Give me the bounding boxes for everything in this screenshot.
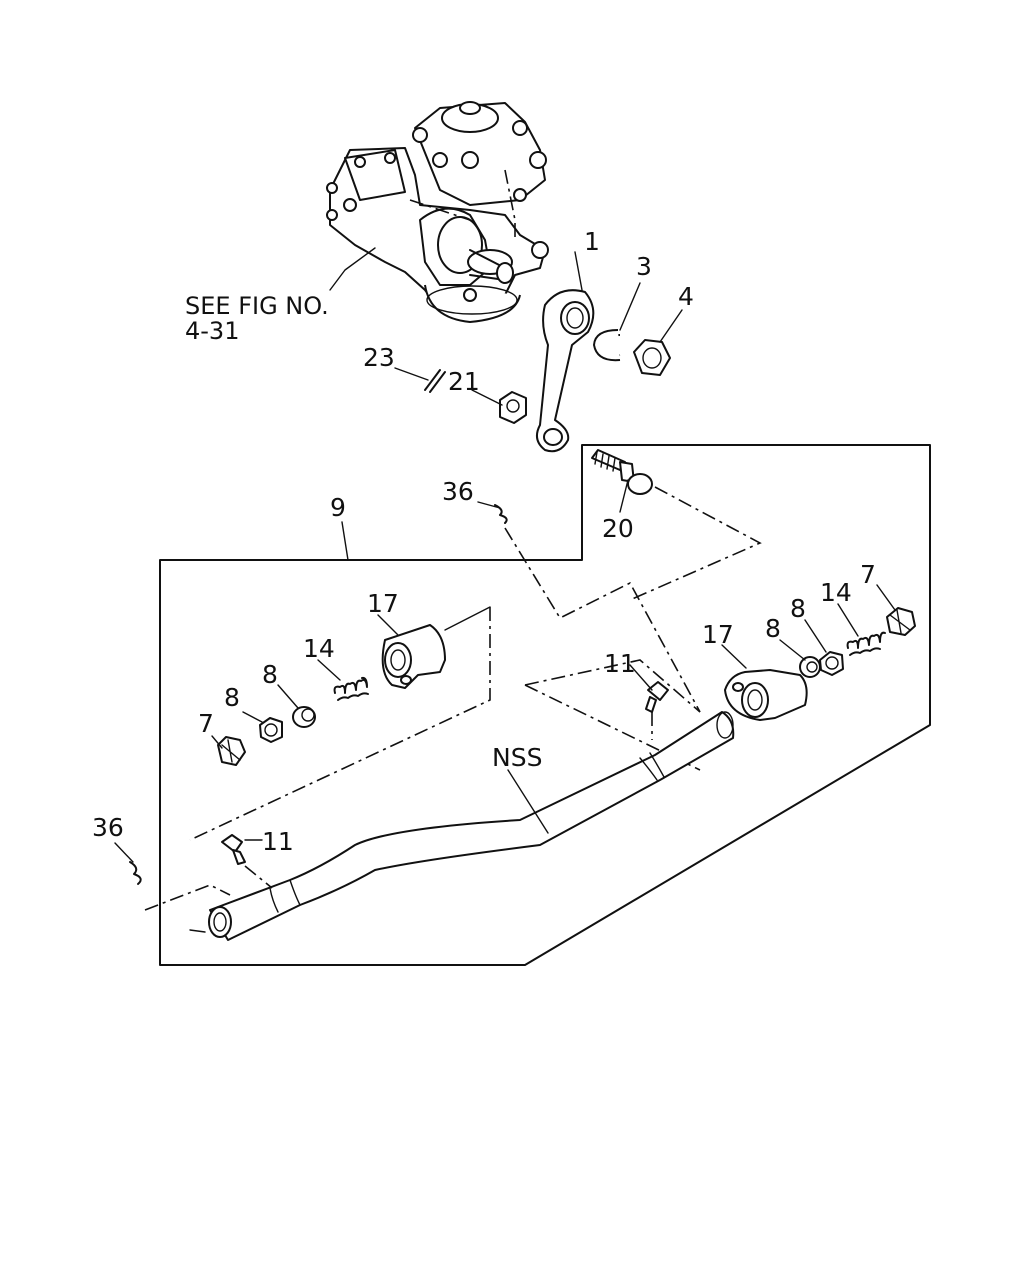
callout-8-right-inner: 8 (765, 614, 781, 643)
callout-20: 20 (602, 514, 634, 543)
end-cap-left (381, 624, 446, 689)
seat-right-outer (819, 651, 844, 676)
end-cap-right (724, 669, 808, 721)
spring-right (846, 631, 886, 656)
callout-4: 4 (678, 282, 694, 311)
callout-1: 1 (584, 227, 600, 256)
callout-11-left: 11 (262, 827, 294, 856)
pitman-nut (633, 339, 671, 376)
callout-17-right: 17 (702, 620, 734, 649)
callout-36-top: 36 (442, 477, 474, 506)
spring-left (333, 676, 369, 701)
seat-left-inner (292, 706, 316, 728)
grease-fitting-right (645, 681, 669, 713)
callout-7-right: 7 (860, 560, 876, 589)
split-pin-36-left (129, 861, 142, 885)
nut-21 (499, 391, 527, 424)
callout-3: 3 (636, 252, 652, 281)
callout-nss: NSS (492, 743, 542, 772)
seat-left-outer (259, 717, 283, 743)
split-pin-23 (424, 369, 446, 393)
callout-11-right: 11 (604, 649, 636, 678)
pitman-arm (535, 289, 595, 453)
callout-9: 9 (330, 493, 346, 522)
relay-rod-tube (208, 711, 735, 941)
steering-gear-box (326, 101, 549, 323)
seat-right-inner (799, 656, 821, 678)
see-fig-label-line1: SEE FIG NO. (185, 292, 329, 320)
callout-23: 23 (363, 343, 395, 372)
callout-8-left-outer: 8 (224, 683, 240, 712)
see-fig-label-line2: 4-31 (185, 317, 239, 345)
ball-stud (591, 449, 653, 495)
plug-right (886, 607, 916, 636)
plug-left (217, 736, 246, 766)
callout-8-right-outer: 8 (790, 594, 806, 623)
grease-fitting-left (221, 834, 246, 865)
callout-8-left-inner: 8 (262, 660, 278, 689)
snap-ring (593, 329, 621, 362)
callout-7-left: 7 (198, 709, 214, 738)
callout-21: 21 (448, 367, 480, 396)
callout-36-left: 36 (92, 813, 124, 842)
relay-rod-assembly-outline (159, 444, 931, 966)
callout-17-left: 17 (367, 589, 399, 618)
callout-14-right: 14 (820, 578, 852, 607)
callout-14-left: 14 (303, 634, 335, 663)
